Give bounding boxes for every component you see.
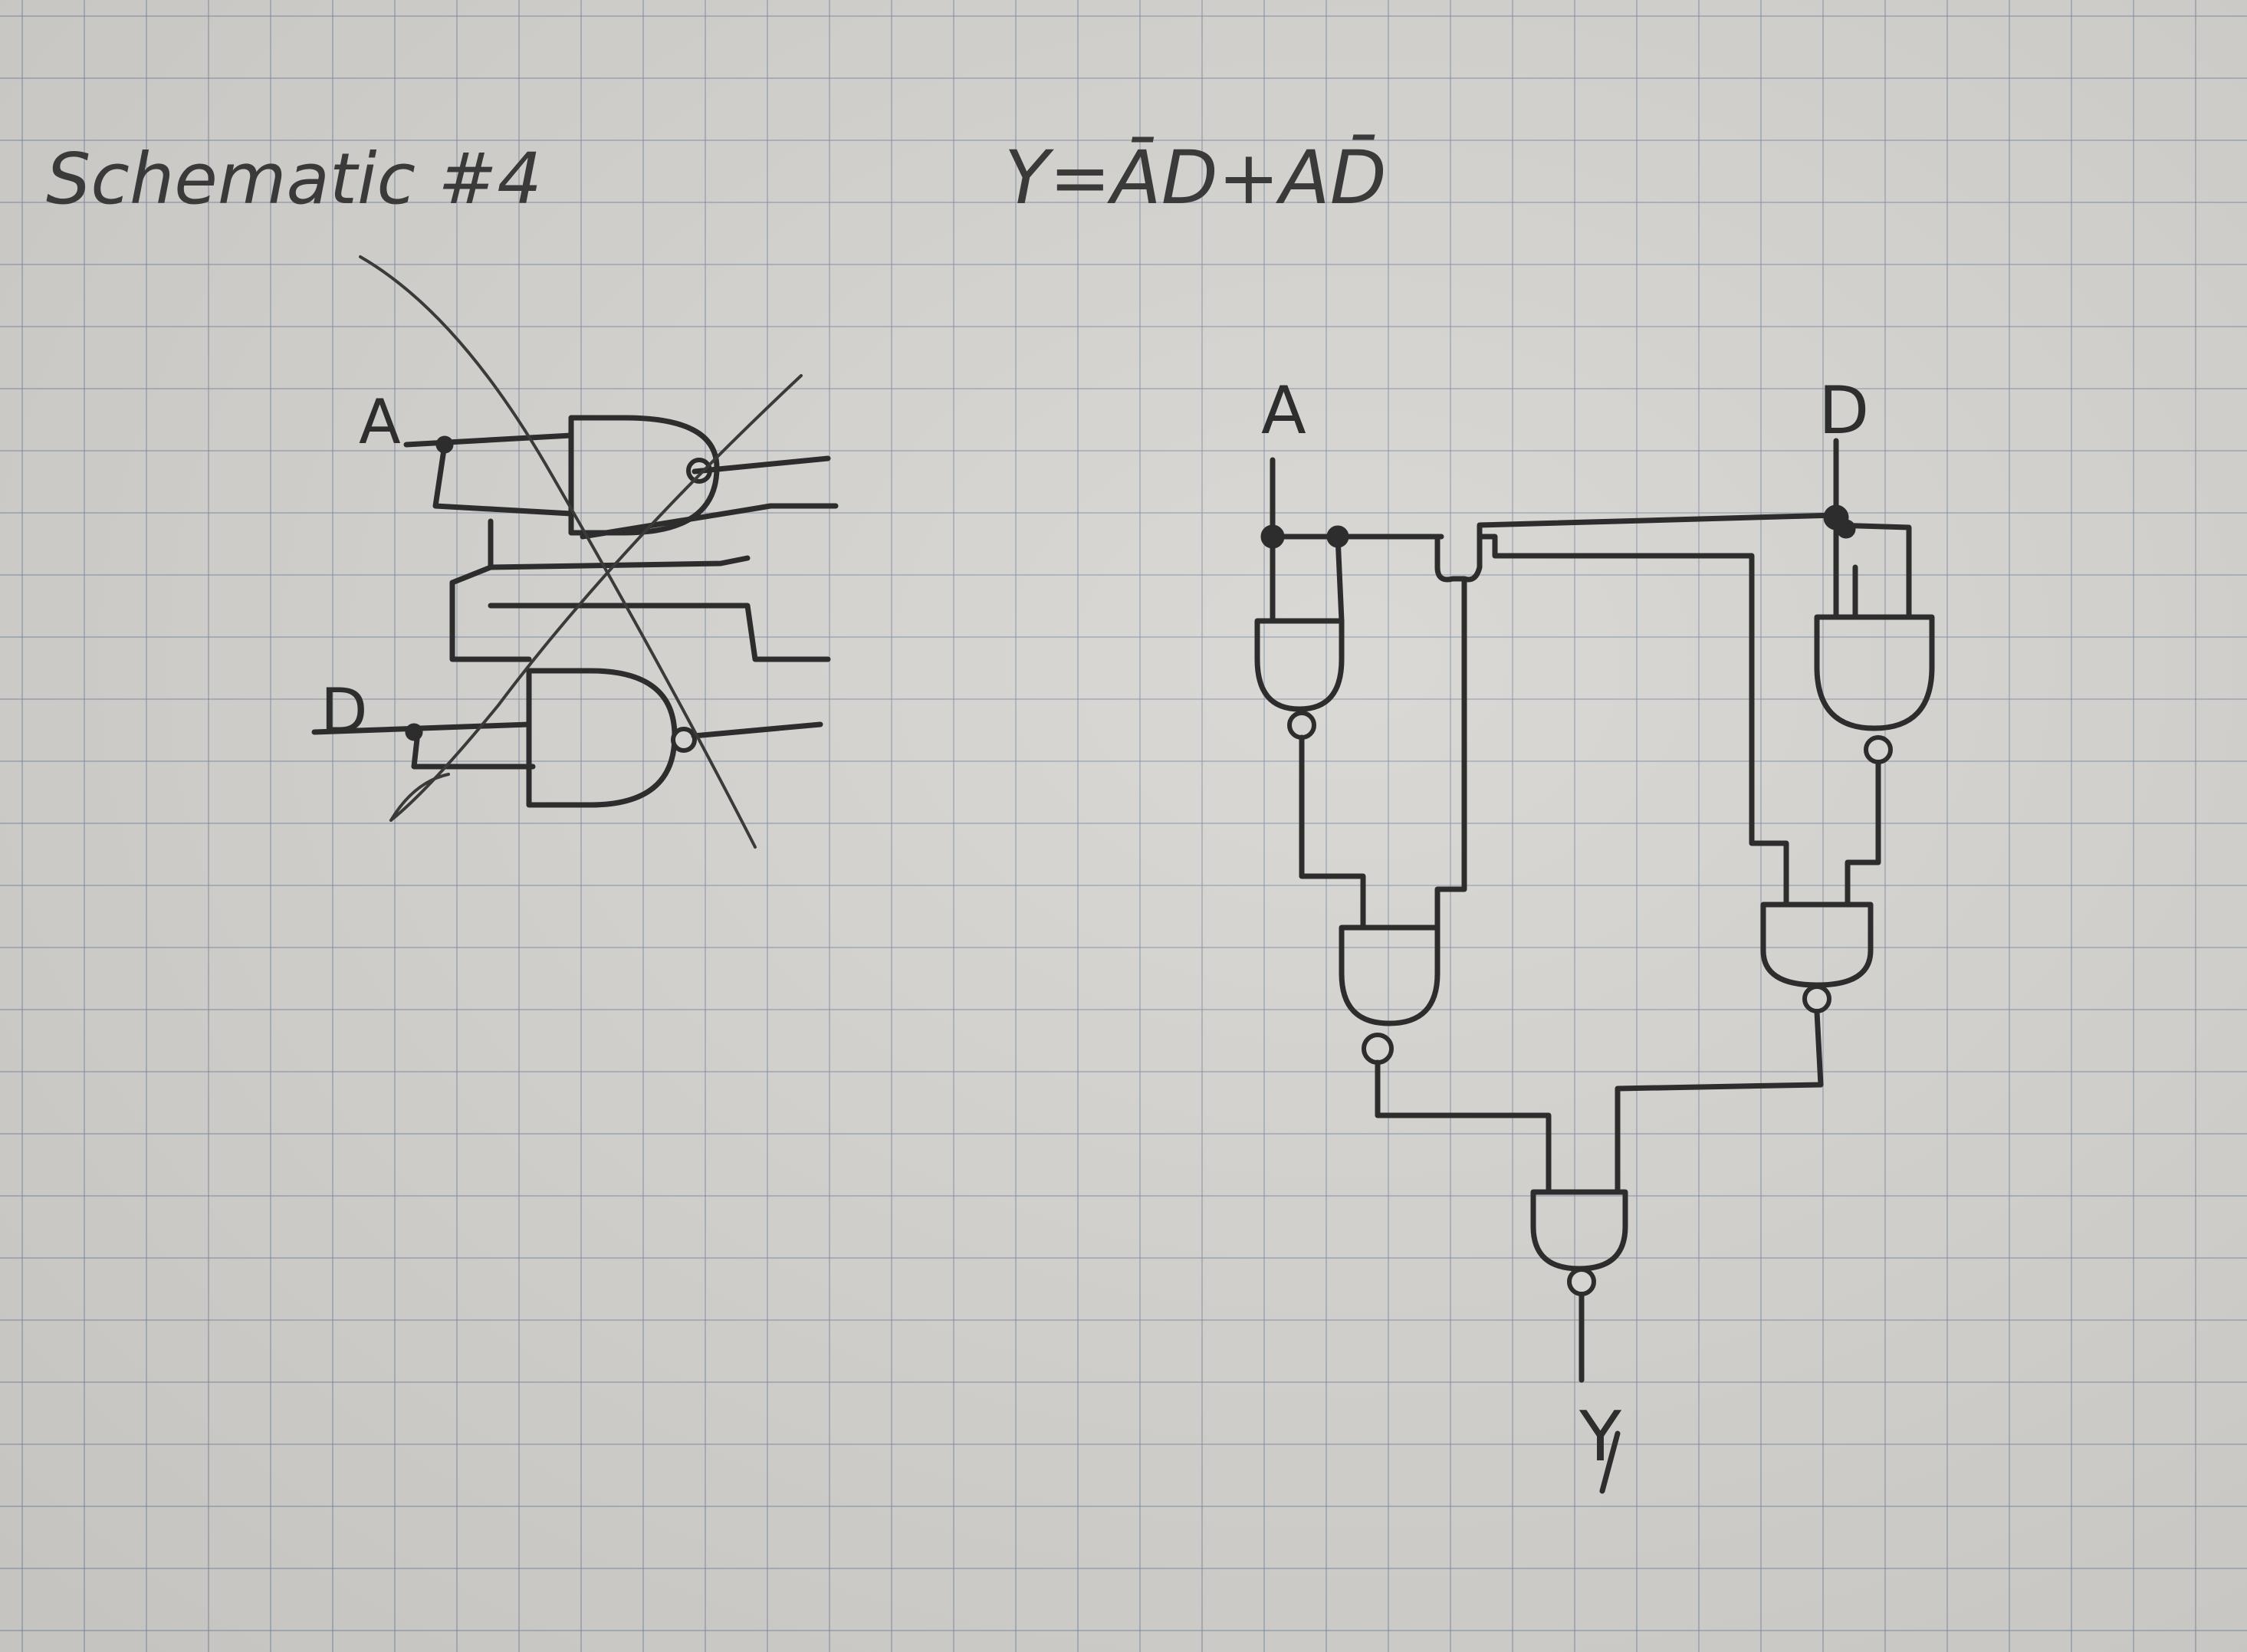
nand-bubble-d-inverter [1864, 735, 1893, 764]
sketch-input-d-label: D [320, 675, 368, 747]
sketch-cross-out-tail [389, 773, 450, 822]
sketch-nand-bubble-bottom [671, 727, 697, 753]
nand-bubble-left-middle [1362, 1033, 1394, 1065]
nand-bubble-right-middle [1802, 984, 1831, 1013]
nand-gate-left-middle [1339, 925, 1441, 1026]
nand-gate-output [1530, 1189, 1628, 1272]
sketch-wires [311, 432, 839, 770]
junction-a-right [1326, 525, 1349, 548]
circuit-wires [1270, 438, 1912, 1383]
junction-d-branch [1836, 519, 1856, 539]
nand-xor-circuit: A D Y [1254, 373, 1935, 1494]
boolean-equation: Y=ĀD+AD̄ [1004, 135, 1387, 221]
nand-gate-d-inverter [1814, 614, 1935, 731]
nand-gate-a-inverter [1254, 618, 1345, 712]
output-y-stroke [1599, 1430, 1621, 1494]
nand-bubble-a-inverter [1287, 711, 1316, 740]
nand-bubble-output [1567, 1267, 1596, 1296]
input-d-label: D [1818, 373, 1869, 449]
sketch-nand-gate-bottom [526, 668, 678, 808]
sketch-junction-a [435, 435, 454, 454]
sketch-cross-out-arc [359, 255, 757, 849]
junction-a-left [1260, 524, 1285, 549]
sketch-junction-d [405, 723, 423, 741]
input-a-label: A [1261, 373, 1306, 449]
sketch-cross-out-line [389, 374, 803, 822]
nand-gate-right-middle [1760, 902, 1874, 988]
page-title: Schematic #4 [46, 138, 542, 220]
crossed-out-sketch: A D [311, 255, 839, 849]
sketch-input-a-label: A [359, 386, 401, 458]
